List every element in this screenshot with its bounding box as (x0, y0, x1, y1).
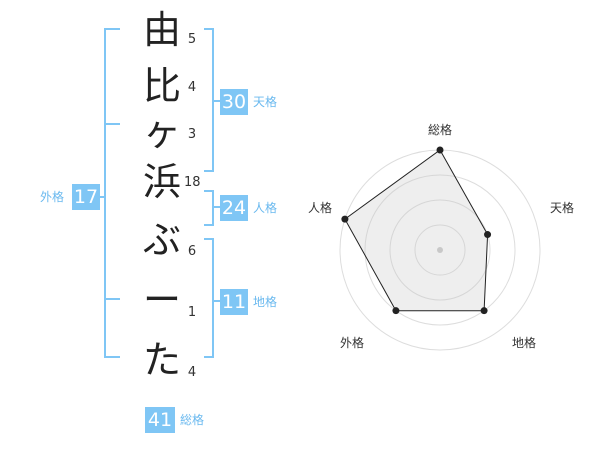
radar-chart (339, 146, 541, 351)
tenkaku-value: 30 (220, 89, 248, 115)
name-char: 由 (142, 8, 181, 52)
radar-points (341, 146, 492, 315)
radar-point (480, 307, 488, 315)
radar-grid-ring (364, 174, 516, 326)
chikaku-label: 地格 (253, 295, 278, 309)
gaikaku-value: 17 (72, 184, 100, 210)
stroke-count: 3 (187, 127, 197, 142)
soukaku-value: 41 (145, 407, 175, 433)
jinkaku-value: 24 (220, 195, 248, 221)
radar-point (341, 215, 349, 223)
stroke-count: 4 (187, 80, 197, 95)
soukaku-label: 総格 (180, 413, 205, 427)
radar-axis-label: 外格 (339, 336, 364, 350)
radar-point (436, 146, 444, 154)
stroke-count: 4 (187, 365, 197, 380)
radar-grid-ring (414, 224, 466, 276)
radar-grid-ring (389, 199, 491, 301)
radar-center-dot (437, 247, 443, 253)
gaikaku-label: 外格 (40, 190, 65, 204)
radar-axis-label: 総格 (427, 123, 452, 137)
radar-axis-label: 人格 (307, 201, 332, 215)
radar-area (344, 149, 489, 312)
name-char: 比 (142, 64, 181, 108)
name-char: ヶ (142, 110, 181, 154)
chikaku-value: 11 (220, 289, 248, 315)
jinkaku-label: 人格 (253, 201, 278, 215)
radar-axis-label: 天格 (549, 201, 574, 215)
stroke-count: 6 (187, 244, 197, 259)
radar-point (484, 231, 492, 239)
stroke-count: 1 (187, 305, 197, 320)
radar-point (392, 307, 400, 315)
stroke-count: 5 (187, 32, 197, 47)
name-char: ぶ (142, 218, 181, 262)
name-char: た (142, 338, 181, 382)
stroke-count: 18 (184, 175, 201, 190)
radar-axis-label: 地格 (511, 336, 536, 350)
name-char: ー (142, 278, 181, 322)
tenkaku-label: 天格 (253, 95, 278, 109)
name-char: 浜 (142, 160, 181, 204)
